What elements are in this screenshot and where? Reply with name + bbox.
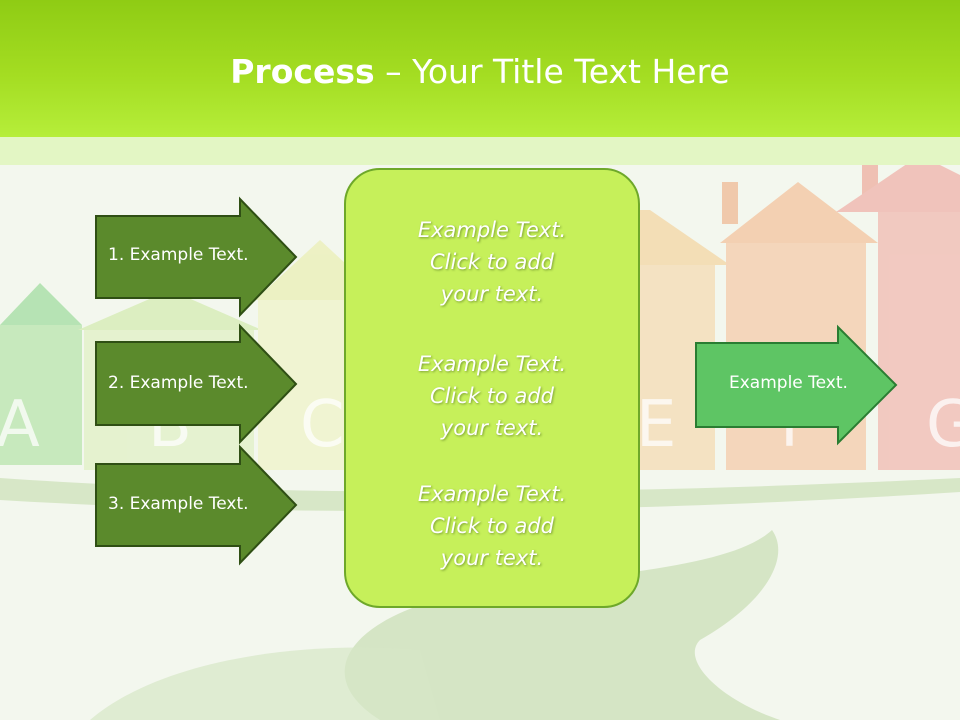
panel-line: Click to add	[429, 384, 554, 408]
house-salmon-roof	[720, 182, 878, 243]
title-bold: Process	[230, 52, 375, 91]
panel-line: your text.	[440, 416, 544, 440]
panel-line: Example Text.	[417, 352, 567, 376]
step-3-label: 3. Example Text.	[108, 494, 249, 514]
title-rest: – Your Title Text Here	[374, 52, 730, 91]
panel-line: your text.	[440, 546, 544, 570]
panel-text-block-1[interactable]: Example Text. Click to add your text.	[346, 214, 638, 310]
house-green	[0, 325, 82, 465]
step-arrow-2[interactable]	[95, 323, 298, 445]
grass-field	[90, 647, 440, 720]
panel-line: Click to add	[429, 514, 554, 538]
panel-line: your text.	[440, 282, 544, 306]
step-2-label: 2. Example Text.	[108, 373, 249, 393]
panel-text-block-2[interactable]: Example Text. Click to add your text.	[346, 348, 638, 444]
panel-line: Click to add	[429, 250, 554, 274]
panel-line: Example Text.	[417, 218, 567, 242]
step-arrow-1[interactable]	[95, 196, 298, 318]
title-sub-band	[0, 137, 960, 165]
bg-letter-a: A	[0, 388, 40, 462]
slide-title: Process – Your Title Text Here	[0, 52, 960, 91]
title-banner	[0, 0, 960, 137]
bg-letter-e: E	[636, 388, 676, 462]
chimney-1	[722, 182, 738, 224]
step-arrow-3[interactable]	[95, 444, 298, 566]
panel-line: Example Text.	[417, 482, 567, 506]
output-label: Example Text.	[729, 373, 848, 393]
panel-text-block-3[interactable]: Example Text. Click to add your text.	[346, 478, 638, 574]
house-red-roof	[836, 155, 960, 212]
bg-letter-g: G	[926, 388, 960, 462]
house-lightgreen-roof	[78, 290, 262, 330]
grass-path	[344, 530, 780, 720]
output-arrow[interactable]	[695, 324, 898, 446]
house-red	[878, 212, 960, 470]
house-green-roof	[0, 283, 82, 325]
step-1-label: 1. Example Text.	[108, 245, 249, 265]
bg-letter-c: C	[300, 388, 345, 462]
text-panel[interactable]: Example Text. Click to add your text. Ex…	[344, 168, 640, 608]
